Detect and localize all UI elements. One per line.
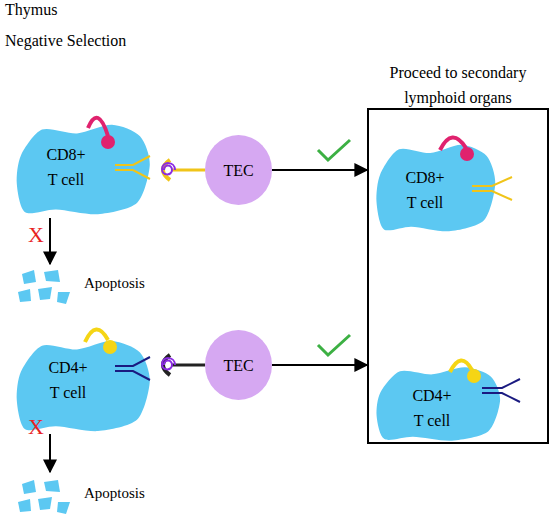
- box-heading-holder: Proceed to secondary lymphoid organs: [371, 60, 545, 110]
- cell-name: CD8+ T cell: [403, 165, 447, 215]
- cell-name: CD4+ T cell: [410, 383, 454, 433]
- tec-text-holder: TEC: [205, 158, 272, 183]
- rejection-mark: X: [28, 416, 44, 438]
- rejection-mark: X: [28, 224, 44, 246]
- t-cell: CD4+ T cell: [374, 365, 504, 443]
- cd4-coreceptor: [85, 329, 108, 342]
- outcome-label: Apoptosis: [84, 272, 145, 294]
- cell-text-holder: CD8+ T cell: [403, 165, 447, 215]
- cell-fragment: [22, 480, 36, 494]
- peptide-antigen: [162, 163, 175, 174]
- cell-fragment: [22, 270, 36, 284]
- outcome-label: Apoptosis: [84, 482, 145, 504]
- cell-fragment: [18, 499, 31, 512]
- cell-text-holder: CD8+ T cell: [44, 142, 88, 192]
- tec-cell: TEC: [205, 135, 272, 205]
- cell-fragment: [18, 289, 31, 302]
- tec-body: [205, 330, 272, 400]
- selection-arrow: [272, 364, 367, 366]
- cell-fragment: [44, 480, 60, 492]
- cell-body: [17, 125, 150, 214]
- cell-text-holder: CD4+ T cell: [46, 355, 90, 405]
- tec-name: TEC: [205, 158, 272, 183]
- cell-fragment: [57, 292, 70, 304]
- cell-name: CD8+ T cell: [44, 142, 88, 192]
- cell-fragment: [38, 287, 52, 300]
- cell-fragment: [44, 270, 60, 282]
- mhc-stem: [172, 169, 205, 172]
- t-cell: CD8+ T cell: [374, 142, 499, 234]
- check-mark: [318, 140, 350, 160]
- subtitle: Negative Selection: [5, 30, 126, 52]
- selection-arrow: [272, 169, 367, 171]
- mhc-stem: [172, 364, 205, 367]
- apoptosis-arrow: [49, 218, 51, 264]
- cell-text-holder: CD4+ T cell: [410, 383, 454, 433]
- destination-box: Proceed to secondary lymphoid organsCD8+…: [367, 60, 549, 444]
- mhc-groove: [163, 160, 170, 180]
- tec-text-holder: TEC: [205, 353, 272, 378]
- cell-outline: [374, 142, 499, 234]
- check-mark: [318, 335, 350, 355]
- cell-body: [376, 145, 495, 232]
- cell-body: [376, 367, 500, 440]
- peptide-antigen: [162, 358, 175, 369]
- t-cell: CD8+ T cell: [14, 122, 154, 217]
- tec-cell: TEC: [205, 330, 272, 400]
- cell-outline: [14, 122, 154, 217]
- mhc-groove: [163, 355, 170, 375]
- apoptosis-arrow: [49, 434, 51, 472]
- cell-fragment: [57, 502, 70, 514]
- cell-fragment: [38, 497, 52, 510]
- diagram-title: Thymus: [5, 0, 57, 20]
- cell-name: CD4+ T cell: [46, 355, 90, 405]
- tec-body: [205, 135, 272, 205]
- tec-name: TEC: [205, 353, 272, 378]
- box-heading: Proceed to secondary lymphoid organs: [371, 60, 545, 110]
